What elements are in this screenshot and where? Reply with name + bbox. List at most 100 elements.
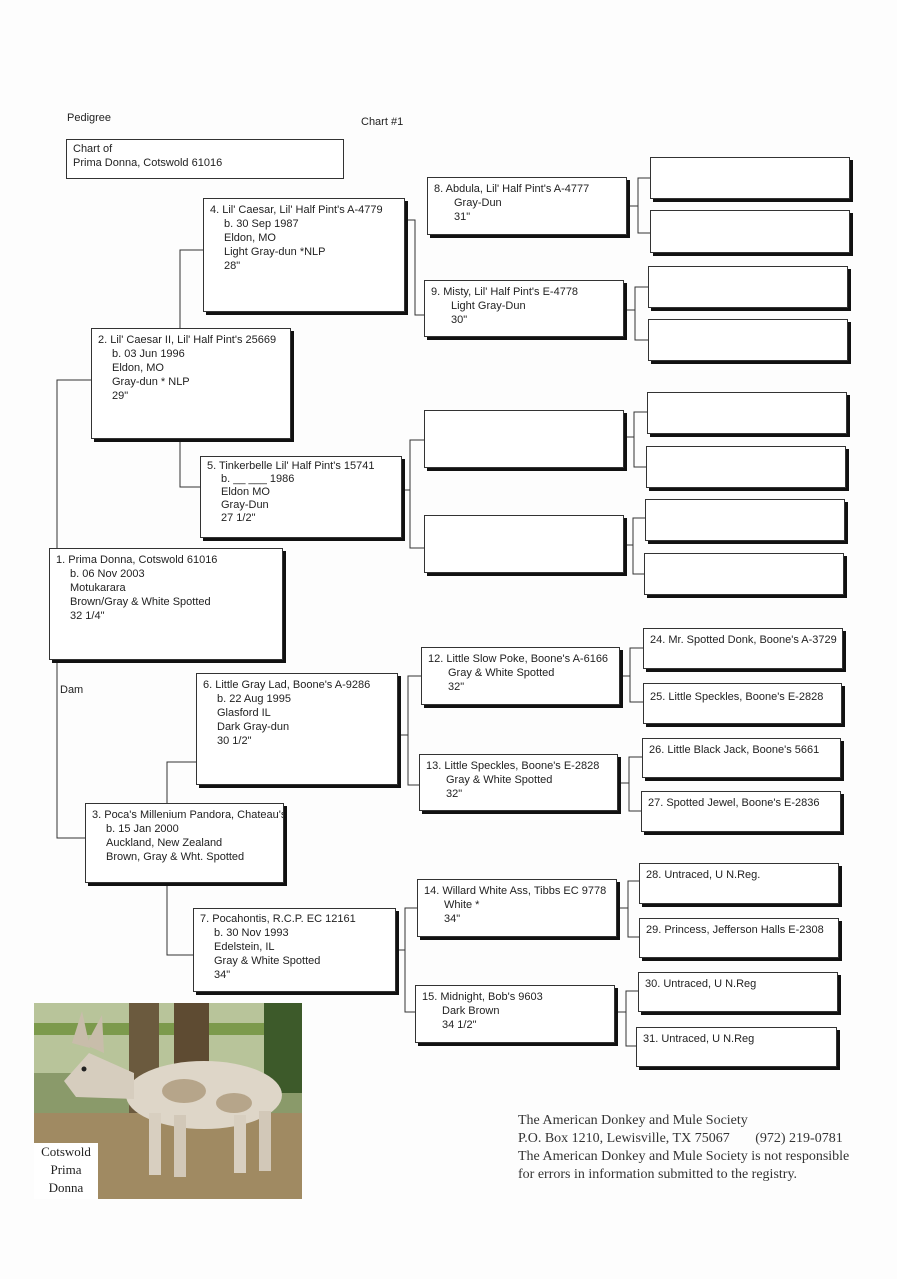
animal-6-box: 6. Little Gray Lad, Boone's A-9286 b. 22… (196, 673, 398, 785)
animal-5-box: 5. Tinkerbelle Lil' Half Pint's 15741 b.… (200, 456, 402, 538)
animal-name: 4. Lil' Caesar, Lil' Half Pint's A-4779 (210, 203, 398, 217)
animal-height: 31" (434, 210, 620, 224)
animal-26-box: 26. Little Black Jack, Boone's 5661 (642, 738, 841, 778)
animal-place: Eldon, MO (210, 231, 398, 245)
society-disclaimer-1: The American Donkey and Mule Society is … (518, 1148, 888, 1166)
animal-name: 24. Mr. Spotted Donk, Boone's A-3729 (650, 633, 836, 647)
animal-height: 32 1/4" (56, 609, 276, 623)
animal-9-box: 9. Misty, Lil' Half Pint's E-4778 Light … (424, 280, 624, 337)
animal-25-box: 25. Little Speckles, Boone's E-2828 (643, 683, 842, 724)
society-disclaimer-2: for errors in information submitted to t… (518, 1166, 888, 1184)
empty-ancestor-22-box (645, 499, 845, 541)
animal-height: 30" (431, 313, 617, 327)
animal-name: 30. Untraced, U N.Reg (645, 977, 831, 991)
animal-birth: b. 30 Sep 1987 (210, 217, 398, 231)
animal-color: Light Gray-Dun (431, 299, 617, 313)
animal-height: 30 1/2" (203, 734, 391, 748)
chart-of-name: Prima Donna, Cotswold 61016 (73, 156, 337, 170)
animal-color: Gray-dun * NLP (98, 375, 284, 389)
animal-name: 9. Misty, Lil' Half Pint's E-4778 (431, 285, 617, 299)
empty-ancestor-19-box (648, 319, 848, 361)
animal-height: 28" (210, 259, 398, 273)
animal-birth: b. 15 Jan 2000 (92, 822, 277, 836)
empty-ancestor-11-box (424, 515, 624, 573)
animal-birth: b. 03 Jun 1996 (98, 347, 284, 361)
empty-ancestor-17-box (650, 210, 850, 253)
animal-29-box: 29. Princess, Jefferson Halls E-2308 (639, 918, 839, 958)
animal-height: 34 1/2" (422, 1018, 608, 1032)
animal-28-box: 28. Untraced, U N.Reg. (639, 863, 839, 904)
animal-color: Gray & White Spotted (426, 773, 611, 787)
empty-ancestor-16-box (650, 157, 850, 199)
animal-height: 34" (424, 912, 610, 926)
animal-name: 1. Prima Donna, Cotswold 61016 (56, 553, 276, 567)
animal-height: 27 1/2" (207, 512, 395, 525)
animal-place: Glasford IL (203, 706, 391, 720)
animal-name: 13. Little Speckles, Boone's E-2828 (426, 759, 611, 773)
society-address: P.O. Box 1210, Lewisville, TX 75067 (518, 1131, 730, 1146)
animal-color: Light Gray-dun *NLP (210, 245, 398, 259)
animal-color: Brown/Gray & White Spotted (56, 595, 276, 609)
animal-place: Auckland, New Zealand (92, 836, 277, 850)
animal-name: 2. Lil' Caesar II, Lil' Half Pint's 2566… (98, 333, 284, 347)
animal-27-box: 27. Spotted Jewel, Boone's E-2836 (641, 791, 841, 832)
chart-of-label: Chart of (73, 142, 337, 156)
animal-4-box: 4. Lil' Caesar, Lil' Half Pint's A-4779 … (203, 198, 405, 312)
animal-name: 26. Little Black Jack, Boone's 5661 (649, 743, 834, 757)
animal-place: Eldon, MO (98, 361, 284, 375)
animal-birth: b. 22 Aug 1995 (203, 692, 391, 706)
animal-13-box: 13. Little Speckles, Boone's E-2828 Gray… (419, 754, 618, 811)
animal-2-box: 2. Lil' Caesar II, Lil' Half Pint's 2566… (91, 328, 291, 439)
animal-color: Dark Brown (422, 1004, 608, 1018)
animal-place: Motukarara (56, 581, 276, 595)
animal-15-box: 15. Midnight, Bob's 9603 Dark Brown 34 1… (415, 985, 615, 1043)
caption-line-2: Prima (34, 1161, 98, 1179)
animal-color: Gray-Dun (207, 499, 395, 512)
animal-name: 29. Princess, Jefferson Halls E-2308 (646, 923, 832, 937)
animal-14-box: 14. Willard White Ass, Tibbs EC 9778 Whi… (417, 879, 617, 937)
animal-height: 32" (428, 680, 613, 694)
animal-name: 5. Tinkerbelle Lil' Half Pint's 15741 (207, 460, 395, 473)
animal-30-box: 30. Untraced, U N.Reg (638, 972, 838, 1012)
animal-24-box: 24. Mr. Spotted Donk, Boone's A-3729 (643, 628, 843, 669)
animal-name: 6. Little Gray Lad, Boone's A-9286 (203, 678, 391, 692)
society-address-line: P.O. Box 1210, Lewisville, TX 75067 (972… (518, 1130, 888, 1148)
chart-number: Chart #1 (361, 116, 403, 128)
animal-name: 7. Pocahontis, R.C.P. EC 12161 (200, 912, 389, 926)
animal-birth: b. __ ___ 1986 (207, 473, 395, 486)
animal-name: 25. Little Speckles, Boone's E-2828 (650, 690, 835, 704)
animal-color: Brown, Gray & Wht. Spotted (92, 850, 277, 864)
animal-name: 15. Midnight, Bob's 9603 (422, 990, 608, 1004)
empty-ancestor-20-box (647, 392, 847, 434)
animal-name: 14. Willard White Ass, Tibbs EC 9778 (424, 884, 610, 898)
empty-ancestor-21-box (646, 446, 846, 488)
animal-height: 29" (98, 389, 284, 403)
animal-height: 32" (426, 787, 611, 801)
animal-place: Edelstein, IL (200, 940, 389, 954)
caption-line-1: Cotswold (34, 1143, 98, 1161)
animal-color: Dark Gray-dun (203, 720, 391, 734)
animal-color: Gray-Dun (434, 196, 620, 210)
pedigree-label: Pedigree (67, 112, 111, 124)
society-name: The American Donkey and Mule Society (518, 1112, 888, 1130)
animal-birth: b. 06 Nov 2003 (56, 567, 276, 581)
animal-name: 12. Little Slow Poke, Boone's A-6166 (428, 652, 613, 666)
chart-of-box: Chart of Prima Donna, Cotswold 61016 (66, 139, 344, 179)
animal-3-box: 3. Poca's Millenium Pandora, Chateau's b… (85, 803, 284, 883)
dam-label: Dam (60, 684, 83, 696)
animal-7-box: 7. Pocahontis, R.C.P. EC 12161 b. 30 Nov… (193, 908, 396, 992)
empty-ancestor-23-box (644, 553, 844, 595)
animal-name: 27. Spotted Jewel, Boone's E-2836 (648, 796, 834, 810)
caption-line-3: Donna (34, 1179, 98, 1197)
animal-name: 31. Untraced, U N.Reg (643, 1032, 830, 1046)
animal-1-box: 1. Prima Donna, Cotswold 61016 b. 06 Nov… (49, 548, 283, 660)
empty-ancestor-10-box (424, 410, 624, 468)
society-footer: The American Donkey and Mule Society P.O… (518, 1112, 888, 1184)
animal-color: White * (424, 898, 610, 912)
animal-birth: b. 30 Nov 1993 (200, 926, 389, 940)
animal-color: Gray & White Spotted (200, 954, 389, 968)
photo-caption: Cotswold Prima Donna (34, 1143, 98, 1199)
empty-ancestor-18-box (648, 266, 848, 308)
animal-12-box: 12. Little Slow Poke, Boone's A-6166 Gra… (421, 647, 620, 705)
animal-name: 8. Abdula, Lil' Half Pint's A-4777 (434, 182, 620, 196)
